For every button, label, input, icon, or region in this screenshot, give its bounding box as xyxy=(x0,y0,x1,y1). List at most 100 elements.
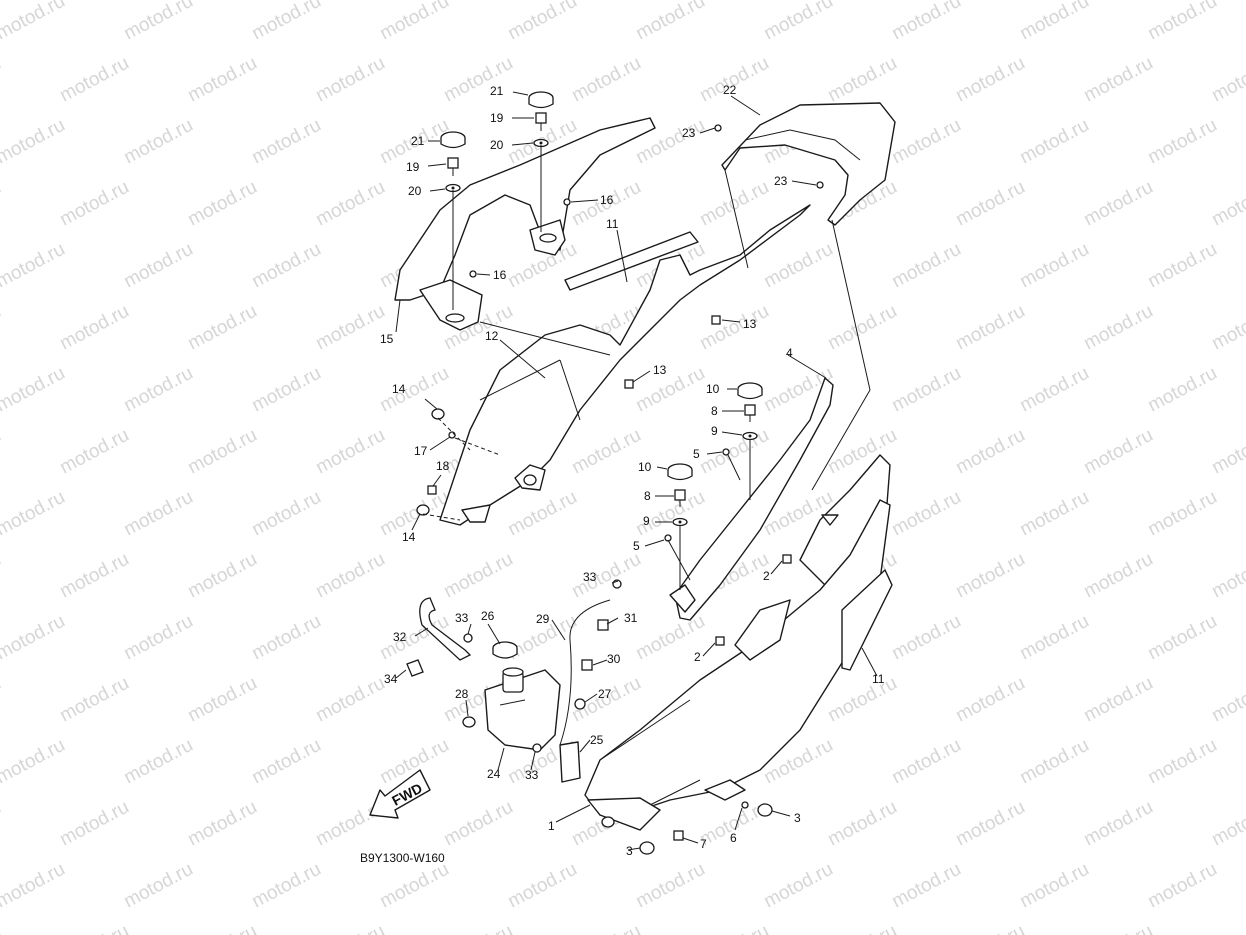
callout-number-28: 28 xyxy=(455,687,469,701)
watermark-text: motod.ru xyxy=(696,921,772,935)
breather-hose-part-29 xyxy=(559,599,611,746)
watermark-text: motod.ru xyxy=(440,549,516,603)
watermark-text: motod.ru xyxy=(312,673,388,727)
watermark-text: motod.ru xyxy=(888,0,964,44)
watermark-text: motod.ru xyxy=(504,0,580,44)
watermark-text: motod.ru xyxy=(1016,611,1092,665)
watermark-text: motod.ru xyxy=(0,797,5,851)
watermark-text: motod.ru xyxy=(56,425,132,479)
watermark-text: motod.ru xyxy=(952,549,1028,603)
watermark-text: motod.ru xyxy=(376,363,452,417)
watermark-text: motod.ru xyxy=(248,363,324,417)
watermark-text: motod.ru xyxy=(1208,549,1246,603)
callout-number-10: 10 xyxy=(638,460,652,474)
watermark-text: motod.ru xyxy=(248,487,324,541)
callout-number-26: 26 xyxy=(481,609,495,623)
watermark-text: motod.ru xyxy=(1144,363,1220,417)
watermark-text: motod.ru xyxy=(1016,735,1092,789)
callout-number-6: 6 xyxy=(730,831,737,845)
watermark-text: motod.ru xyxy=(440,797,516,851)
watermark-text: motod.ru xyxy=(1080,673,1156,727)
assembly-lines xyxy=(422,145,871,590)
watermark-text: motod.ru xyxy=(0,177,5,231)
watermark-text: motod.ru xyxy=(952,301,1028,355)
watermark-text: motod.ru xyxy=(568,53,644,107)
callout-number-13: 13 xyxy=(743,317,757,331)
watermark-text: motod.ru xyxy=(1016,487,1092,541)
watermark-text: motod.ru xyxy=(184,53,260,107)
callout-number-2: 2 xyxy=(694,650,701,664)
watermark-text: motod.ru xyxy=(504,487,580,541)
watermark-text: motod.ru xyxy=(0,735,69,789)
watermark-text: motod.ru xyxy=(120,735,196,789)
watermark-text: motod.ru xyxy=(184,301,260,355)
watermark-text: motod.ru xyxy=(696,177,772,231)
watermark-text: motod.ru xyxy=(376,0,452,44)
watermark-text: motod.ru xyxy=(1144,0,1220,44)
callout-number-33: 33 xyxy=(455,611,469,625)
watermark-text: motod.ru xyxy=(248,611,324,665)
watermark-text: motod.ru xyxy=(824,301,900,355)
watermark-text: motod.ru xyxy=(56,177,132,231)
watermark-text: motod.ru xyxy=(952,797,1028,851)
watermark-text: motod.ru xyxy=(184,673,260,727)
watermark-text: motod.ru xyxy=(568,425,644,479)
callout-number-9: 9 xyxy=(643,514,650,528)
watermark-text: motod.ru xyxy=(952,53,1028,107)
callout-number-13: 13 xyxy=(653,363,667,377)
watermark-text: motod.ru xyxy=(248,735,324,789)
grab-rail-part-15 xyxy=(394,117,656,331)
hardware xyxy=(406,91,824,855)
watermark-text: motod.ru xyxy=(952,921,1028,935)
watermark-text: motod.ru xyxy=(888,487,964,541)
callout-number-32: 32 xyxy=(393,630,407,644)
watermark-text: motod.ru xyxy=(120,859,196,913)
watermark-text: motod.ru xyxy=(1208,53,1246,107)
watermark-text: motod.ru xyxy=(56,797,132,851)
watermark-text: motod.ru xyxy=(0,239,69,293)
watermark-text: motod.ru xyxy=(312,921,388,935)
watermark-text: motod.ru xyxy=(824,673,900,727)
watermark-text: motod.ru xyxy=(248,859,324,913)
callout-number-33: 33 xyxy=(583,570,597,584)
watermark-text: motod.ru xyxy=(1080,53,1156,107)
watermark-text: motod.ru xyxy=(1016,239,1092,293)
callout-number-31: 31 xyxy=(624,611,638,625)
watermark-text: motod.ru xyxy=(1144,611,1220,665)
watermark-text: motod.ru xyxy=(184,177,260,231)
watermark-text: motod.ru xyxy=(184,425,260,479)
callout-number-4: 4 xyxy=(786,346,793,360)
watermark-text: motod.ru xyxy=(0,921,5,935)
reservoir-cap-part-26 xyxy=(492,641,518,659)
watermark-text: motod.ru xyxy=(760,0,836,44)
watermark-text: motod.ru xyxy=(760,239,836,293)
watermark-text: motod.ru xyxy=(56,673,132,727)
callout-number-16: 16 xyxy=(600,193,614,207)
watermark-text: motod.ru xyxy=(184,797,260,851)
watermark-text: motod.ru xyxy=(312,301,388,355)
watermark-text: motod.ru xyxy=(1080,549,1156,603)
callout-number-16: 16 xyxy=(493,268,507,282)
callout-number-8: 8 xyxy=(711,404,718,418)
callout-number-30: 30 xyxy=(607,652,621,666)
watermark-text: motod.ru xyxy=(56,301,132,355)
tail-bracket-part-12 xyxy=(439,204,811,526)
watermark-text: motod.ru xyxy=(120,0,196,44)
watermark-text: motod.ru xyxy=(824,797,900,851)
callout-number-33: 33 xyxy=(525,768,539,782)
watermark-text: motod.ru xyxy=(760,859,836,913)
callout-number-14: 14 xyxy=(392,382,406,396)
callout-number-11: 11 xyxy=(872,672,885,686)
watermark-text: motod.ru xyxy=(1144,115,1220,169)
watermark-text: motod.ru xyxy=(1016,363,1092,417)
watermark-text: motod.ru xyxy=(0,425,5,479)
callout-number-3: 3 xyxy=(626,844,633,858)
watermark-text: motod.ru xyxy=(184,921,260,935)
watermark-text: motod.ru xyxy=(1080,921,1156,935)
watermark-text: motod.ru xyxy=(888,115,964,169)
watermark-text: motod.ru xyxy=(1208,921,1246,935)
watermark-text: motod.ru xyxy=(184,549,260,603)
watermark-text: motod.ru xyxy=(1144,859,1220,913)
watermark-text: motod.ru xyxy=(56,921,132,935)
